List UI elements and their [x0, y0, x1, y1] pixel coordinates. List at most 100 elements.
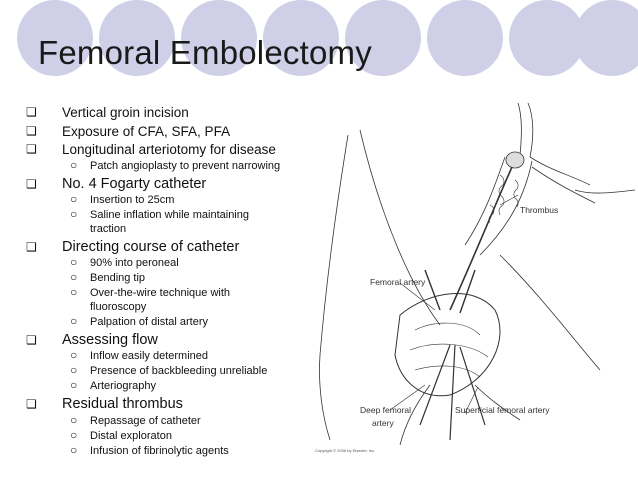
sub-bullet-item: ○Repassage of catheter	[14, 412, 314, 429]
sub-bullet-text: Palpation of distal artery	[90, 315, 209, 328]
circle-decoration	[427, 0, 503, 76]
bullet-text: Exposure of CFA, SFA, PFA	[62, 123, 231, 139]
label-thrombus: Thrombus	[520, 205, 558, 215]
bullet-item: ❑Longitudinal arteriotomy for disease	[14, 141, 314, 158]
copyright-notice: Copyright © 2006 by Elsevier, Inc.	[315, 448, 375, 453]
sub-bullet-circle-icon: ○	[70, 285, 78, 299]
sub-bullet-text: Over-the-wire technique with fluoroscopy	[90, 287, 231, 313]
bullet-item: ❑ Directing course of catheter	[14, 238, 314, 256]
thigh-outline	[359, 129, 441, 326]
sub-bullet-circle-icon: ○	[70, 442, 78, 457]
bullet-item: ❑ Exposure of CFA, SFA, PFA	[14, 123, 314, 140]
leader-line	[399, 282, 436, 311]
sub-bullet-circle-icon: ○	[70, 412, 78, 427]
bullet-item: ❑ Assessing flow	[14, 331, 314, 349]
decorative-circles	[17, 0, 638, 76]
instrument	[419, 344, 451, 426]
sub-bullet-item: ○ Palpation of distal artery	[14, 313, 314, 330]
sub-bullet-item: ○ Insertion to 25cm	[14, 192, 314, 208]
thigh-outline	[499, 254, 601, 371]
label-superficial-femoral-artery: Superficial femoral artery	[455, 405, 550, 415]
leader-line	[464, 386, 479, 414]
artery-upper	[517, 102, 522, 156]
sub-bullet-text: Insertion to 25cm	[90, 194, 175, 206]
sub-bullet-text: Infusion of fibrinolytic agents	[90, 444, 229, 457]
thrombus-texture	[513, 179, 519, 208]
sub-bullet-circle-icon: ○	[70, 157, 78, 172]
circle-decoration	[345, 0, 421, 76]
circle-decoration	[181, 0, 257, 76]
bullet-square-icon: ❑	[26, 239, 37, 254]
circle-decoration	[17, 0, 93, 76]
leader-line	[389, 384, 426, 411]
sub-bullet-text: Inflow easily determined	[90, 350, 209, 362]
instrument	[424, 269, 441, 311]
sub-bullet-item: ○ Distal exploraton	[14, 427, 314, 444]
sub-bullet-item: ○ Over-the-wire technique with fluoroscop…	[14, 285, 260, 314]
artery-upper	[527, 102, 534, 158]
incision-detail	[414, 365, 481, 378]
instrument	[459, 269, 476, 314]
bullet-text: Residual thrombus	[62, 396, 183, 412]
superficial-femoral-vessel	[474, 384, 521, 421]
deep-femoral-vessel	[399, 384, 431, 446]
bullet-list: ❑ Vertical groin incision ❑ Exposure of CF…	[14, 104, 314, 460]
artery-branch	[574, 189, 636, 194]
sub-bullet-item: ○ Patch angioplasty to prevent narrowing	[14, 157, 314, 174]
sub-bullet-item: ○Arteriography	[14, 378, 314, 394]
bullet-square-icon: ❑	[26, 105, 37, 119]
sub-bullet-item: ○Presence of backbleeding unreliable	[14, 363, 314, 379]
label-deep-femoral-artery: Deep femoral	[360, 405, 411, 415]
bullet-square-icon: ❑	[26, 176, 37, 191]
sub-bullet-text: Saline inflation while maintaining tract…	[90, 209, 249, 235]
sub-bullet-text: Presence of backbleeding unreliable	[90, 365, 268, 377]
incision-detail	[414, 322, 481, 336]
label-deep-femoral-artery: artery	[372, 418, 394, 428]
label-femoral-artery: Femoral artery	[370, 277, 426, 287]
bullet-square-icon: ❑	[26, 142, 37, 156]
sub-bullet-circle-icon: ○	[70, 348, 78, 362]
bullet-square-icon: ❑	[26, 332, 37, 347]
bullet-item: ❑ No. 4 Fogarty catheter	[14, 175, 314, 193]
thrombus-texture	[488, 204, 495, 224]
bullet-square-icon: ❑	[26, 123, 37, 138]
sub-bullet-circle-icon: ○	[70, 313, 78, 328]
circle-decoration	[509, 0, 585, 76]
sub-bullet-text: 90% into peroneal	[90, 257, 179, 269]
sub-bullet-item: ○ Infusion of fibrinolytic agents	[14, 442, 314, 459]
bullet-text: Directing course of catheter	[62, 238, 240, 255]
instrument	[449, 344, 456, 441]
circle-decoration	[99, 0, 175, 76]
surgical-illustration: Thrombus Femoral artery Deep femoral art…	[315, 102, 636, 453]
bullet-text: Assessing flow	[62, 331, 158, 348]
sub-bullet-text: Patch angioplasty to prevent narrowing	[90, 159, 281, 172]
sub-bullet-item: ○ Bending tip	[14, 270, 314, 286]
instrument	[459, 346, 486, 426]
thigh-outline	[319, 134, 349, 441]
bullet-text: No. 4 Fogarty catheter	[62, 175, 207, 192]
bullet-square-icon: ❑	[26, 397, 37, 411]
incision-detail	[409, 343, 489, 358]
incision-wound	[394, 293, 501, 397]
sub-bullet-text: Distal exploraton	[90, 429, 172, 442]
sub-bullet-circle-icon: ○	[70, 255, 78, 269]
artery-branch	[529, 156, 591, 186]
sub-bullet-circle-icon: ○	[70, 270, 78, 284]
sub-bullet-item: ○ 90% into peroneal	[14, 255, 314, 271]
bullet-text: Vertical groin incision	[62, 105, 189, 120]
sub-bullet-item: ○ Inflow easily determined	[14, 348, 314, 364]
bullet-item: ❑ Vertical groin incision	[14, 104, 314, 121]
bullet-item: ❑ Residual thrombus	[14, 395, 314, 413]
sub-bullet-circle-icon: ○	[70, 192, 78, 206]
sub-bullet-circle-icon: ○	[70, 427, 78, 442]
sub-bullet-text: Arteriography	[90, 380, 157, 392]
catheter	[449, 166, 513, 311]
catheter-balloon	[505, 151, 525, 169]
sub-bullet-text: Bending tip	[90, 272, 146, 284]
circle-decoration	[263, 0, 339, 76]
slide-title: Femoral Embolectomy	[38, 34, 372, 71]
artery-with-thrombus	[479, 160, 533, 256]
circle-decoration	[574, 0, 638, 76]
leader-line	[499, 194, 519, 206]
